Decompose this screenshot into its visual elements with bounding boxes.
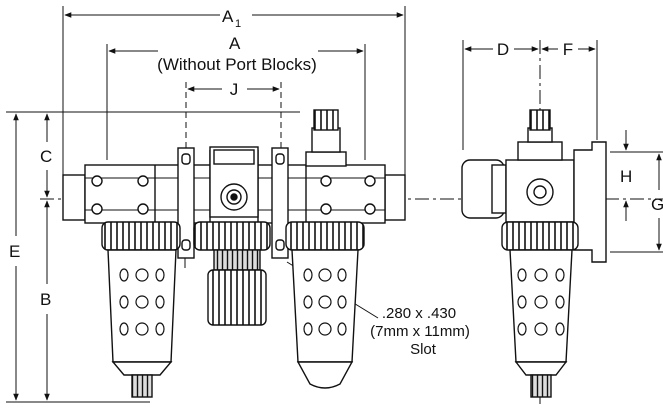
label-d: D [497, 40, 509, 59]
front-view-assembly [62, 109, 406, 398]
label-a: A [229, 34, 241, 53]
right-port-block [384, 174, 406, 221]
label-j: J [230, 80, 239, 99]
left-port-block [62, 174, 86, 221]
top-adjust-knob [313, 109, 339, 131]
label-a1-subscript: 1 [235, 18, 241, 30]
slot-callout-line3: Slot [410, 341, 437, 358]
label-b: B [40, 290, 51, 309]
label-e: E [9, 242, 20, 261]
label-g: G [651, 195, 663, 214]
filter-bowl-ring [101, 221, 181, 251]
label-f: F [563, 40, 573, 59]
label-a1: A [222, 7, 234, 26]
right-mounting-bracket [271, 147, 289, 259]
side-mounting-bracket [573, 141, 607, 263]
regulator-ring [193, 221, 271, 251]
label-c: C [40, 147, 52, 166]
regulator-knob [207, 269, 267, 326]
slot-callout-line2: (7mm x 11mm) [370, 323, 470, 340]
dimension-labels: A 1 A (Without Port Blocks) J C E B D F … [9, 7, 663, 309]
side-top-knob [529, 109, 551, 131]
label-a-note: (Without Port Blocks) [157, 55, 317, 74]
side-view-assembly [461, 109, 607, 398]
slot-callout: .280 x .430 (7mm x 11mm) Slot [370, 305, 470, 358]
label-h: H [620, 167, 632, 186]
lubricator-bowl-ring [285, 221, 365, 251]
left-mounting-bracket [177, 147, 195, 259]
slot-callout-line1: .280 x .430 [382, 305, 456, 322]
drain-valve [131, 374, 153, 398]
